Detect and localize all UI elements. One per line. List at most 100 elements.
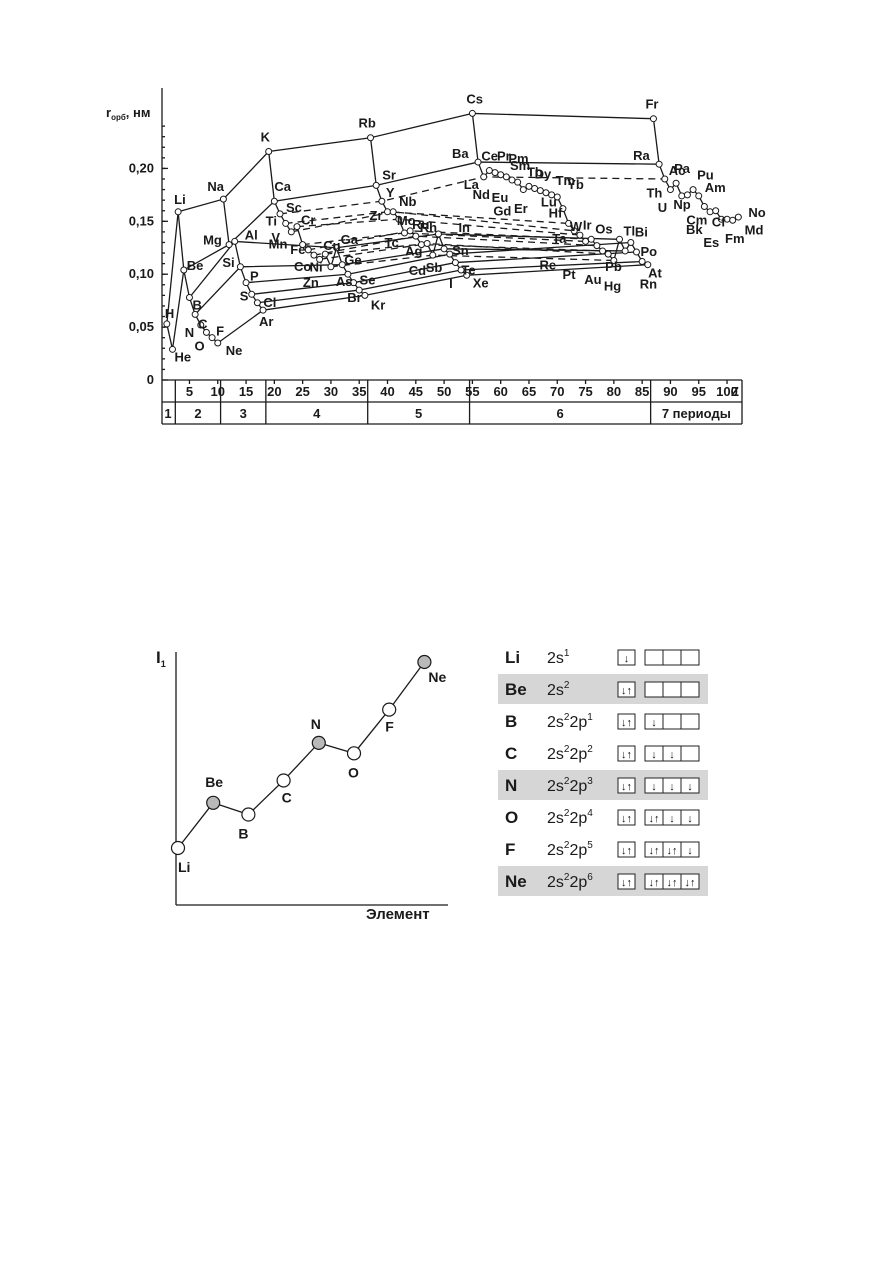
- s-orbital-box: [617, 873, 636, 890]
- point-label-f: F: [385, 719, 394, 735]
- point-label-br: Br: [347, 290, 361, 305]
- p-orbital-spins: ↓: [669, 813, 675, 825]
- p-orbital-spins: ↓↑: [667, 845, 678, 857]
- x-tick-label: 40: [380, 384, 394, 399]
- p-orbital-spins: ↓: [651, 781, 657, 793]
- series-line: [177, 661, 425, 849]
- data-point-pb: [621, 247, 629, 255]
- data-point-fr: [649, 115, 657, 123]
- point-label-y: Y: [386, 185, 395, 200]
- x-tick-label: 75: [578, 384, 592, 399]
- x-tick-label: 65: [522, 384, 536, 399]
- point-label-cf: Cf: [712, 215, 726, 230]
- data-point-w: [576, 231, 584, 239]
- point-label-sm: Sm: [510, 158, 530, 173]
- x-axis-label: Элемент: [366, 906, 430, 923]
- x-tick-label: 50: [437, 384, 451, 399]
- group-dashed-line: [279, 176, 665, 215]
- point-label-v: V: [271, 230, 280, 245]
- point-label-la: La: [464, 177, 480, 192]
- x-tick-label: 35: [352, 384, 366, 399]
- data-point-lu: [559, 205, 567, 213]
- row-element-symbol: Ne: [505, 872, 527, 891]
- data-point-he: [168, 345, 176, 353]
- data-point-cm: [700, 203, 708, 211]
- data-point-v: [287, 228, 295, 236]
- period-label: 4: [313, 406, 321, 421]
- point-label-ga: Ga: [341, 232, 359, 247]
- point-label-pa: Pa: [674, 161, 691, 176]
- data-point-cu: [321, 250, 329, 258]
- point-label-tl: Tl: [624, 223, 636, 238]
- point-label-te: Te: [461, 263, 475, 278]
- data-point-md: [729, 216, 737, 224]
- point-label-fm: Fm: [725, 231, 745, 246]
- data-point-na: [219, 195, 227, 203]
- data-point-ac: [661, 175, 669, 183]
- y-axis-label: I1: [156, 648, 166, 669]
- p-orbital-spins: ↓: [687, 781, 693, 793]
- s-orbital-box: [617, 809, 636, 826]
- point-label-pt: Pt: [563, 267, 577, 282]
- point-label-cu: Cu: [323, 238, 340, 253]
- data-point-hf: [565, 219, 573, 227]
- s-orbital-spins: ↓↑: [621, 813, 632, 825]
- p-orbital-box: [662, 649, 682, 666]
- row-element-symbol: C: [505, 744, 517, 763]
- point-label-no: No: [748, 205, 765, 220]
- row-electron-config: 2s1: [547, 648, 570, 667]
- data-point-pu: [689, 186, 697, 194]
- point-label-ni: Ni: [310, 259, 323, 274]
- point-label-co: Co: [294, 259, 311, 274]
- data-point-ga: [333, 244, 341, 252]
- data-point-o: [346, 746, 362, 761]
- data-point-os: [587, 235, 595, 243]
- data-point-br: [355, 286, 363, 294]
- y-tick-label: 0: [147, 372, 154, 387]
- x-tick-label: 15: [239, 384, 253, 399]
- data-point-yb: [553, 193, 561, 201]
- point-label-in: In: [458, 220, 470, 235]
- y-tick-label: 0,20: [129, 160, 154, 175]
- point-label-be: Be: [187, 258, 204, 273]
- x-tick-label: 100: [716, 384, 738, 399]
- p-orbital-box: [680, 841, 700, 858]
- point-label-kr: Kr: [371, 297, 385, 312]
- point-label-pu: Pu: [697, 168, 714, 183]
- data-point-pm: [502, 173, 510, 181]
- data-point-sc: [276, 210, 284, 218]
- row-electron-config: 2s2: [547, 680, 570, 699]
- point-label-md: Md: [745, 222, 764, 237]
- series-line: [369, 137, 377, 186]
- point-label-ge: Ge: [344, 253, 361, 268]
- data-point-cd: [429, 251, 437, 259]
- data-point-rb: [367, 134, 375, 142]
- s-orbital-spins: ↓↑: [621, 781, 632, 793]
- row-electron-config: 2s22p2: [547, 744, 593, 763]
- period-label: 2: [194, 406, 201, 421]
- y-tick-label: 0,15: [129, 213, 154, 228]
- data-point-kr: [361, 291, 369, 299]
- data-point-pt: [599, 247, 607, 255]
- row-element-symbol: N: [505, 776, 517, 795]
- point-label-tb: Tb: [527, 164, 543, 179]
- point-label-o: O: [348, 764, 359, 780]
- data-point-be: [180, 266, 188, 274]
- data-point-hg: [610, 256, 618, 264]
- point-label-am: Am: [705, 180, 726, 195]
- s-orbital-spins: ↓↑: [621, 749, 632, 761]
- point-label-ar: Ar: [259, 314, 273, 329]
- point-label-nb: Nb: [399, 194, 416, 209]
- p-orbital-spins: ↓: [651, 749, 657, 761]
- p-orbital-box: [644, 681, 664, 698]
- point-label-mg: Mg: [203, 233, 222, 248]
- x-tick-label: 55: [465, 384, 479, 399]
- point-label-ac: Ac: [669, 163, 686, 178]
- p-orbital-box: [680, 681, 700, 698]
- point-label-li: Li: [174, 192, 186, 207]
- x-tick-label: 90: [663, 384, 677, 399]
- s-orbital-box: [617, 713, 636, 730]
- series-line: [166, 323, 174, 350]
- data-point-ru: [406, 227, 414, 235]
